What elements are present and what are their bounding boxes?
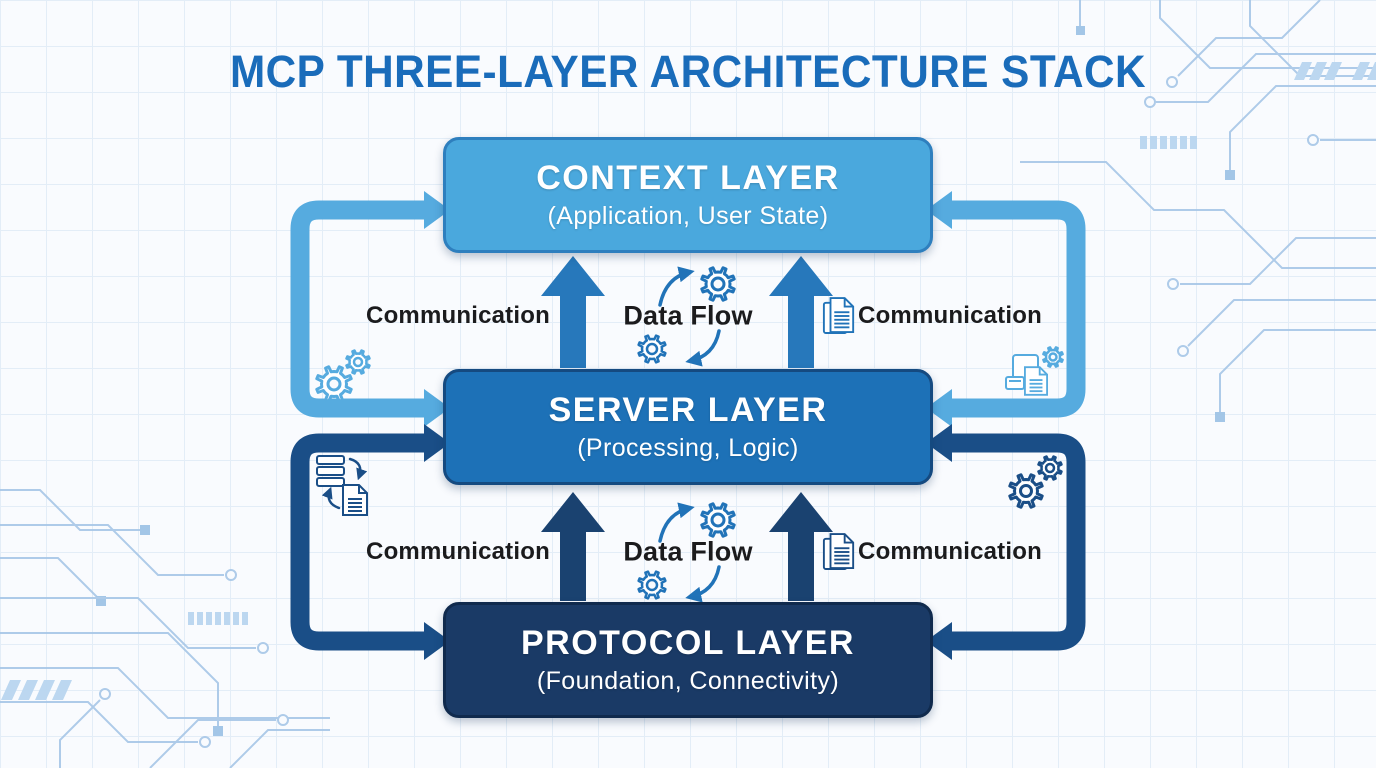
gear-icon	[637, 334, 667, 364]
arrowhead-icon	[926, 191, 952, 229]
arrowhead-icon	[926, 424, 952, 462]
communication-label-lower-right: Communication	[858, 538, 1042, 565]
layer-protocol-title: PROTOCOL LAYER	[521, 624, 855, 662]
layer-context-title: CONTEXT LAYER	[536, 159, 840, 197]
data-flow-label-lower: Data Flow	[623, 536, 753, 567]
data-flow-label-upper: Data Flow	[623, 300, 753, 331]
layer-context-subtitle: (Application, User State)	[547, 202, 829, 230]
document-stack-icon	[822, 297, 855, 334]
devices-documents-gear-icon	[1005, 346, 1064, 396]
layer-server-title: SERVER LAYER	[548, 391, 828, 429]
communication-loop-upper-right	[952, 200, 1086, 418]
communication-label-upper-left: Communication	[366, 302, 550, 329]
up-arrow-lower-right	[769, 492, 833, 601]
server-document-exchange-icon	[316, 455, 368, 516]
document-stack-icon	[822, 533, 855, 570]
arrowhead-icon	[424, 389, 450, 427]
gear-icon	[345, 349, 371, 375]
layer-context: CONTEXT LAYER (Application, User State)	[443, 137, 933, 253]
cycle-arrows-icon	[685, 329, 721, 367]
up-arrow-upper-left	[541, 256, 605, 368]
gear-icon	[1008, 473, 1044, 509]
cycle-arrows-icon	[685, 565, 721, 603]
diagram-title: MCP THREE-LAYER ARCHITECTURE STACK	[229, 46, 1147, 97]
up-arrow-lower-left	[541, 492, 605, 601]
communication-label-lower-left: Communication	[366, 538, 550, 565]
communication-loop-upper-left	[290, 200, 424, 418]
layer-protocol: PROTOCOL LAYER (Foundation, Connectivity…	[443, 602, 933, 718]
arrowhead-icon	[424, 622, 450, 660]
arrowhead-icon	[926, 622, 952, 660]
gear-icon	[700, 502, 736, 538]
up-arrow-upper-right	[769, 256, 833, 368]
cycle-arrows-icon	[658, 502, 695, 543]
gear-icon	[315, 365, 353, 403]
layer-server: SERVER LAYER (Processing, Logic)	[443, 369, 933, 485]
communication-label-upper-right: Communication	[858, 302, 1042, 329]
arrowhead-icon	[926, 389, 952, 427]
arrowhead-icon	[424, 191, 450, 229]
arrowhead-icon	[424, 424, 450, 462]
layer-server-subtitle: (Processing, Logic)	[577, 434, 799, 462]
communication-loop-lower-right	[952, 433, 1086, 651]
gear-icon	[637, 570, 667, 600]
circuit-pattern-top-right	[1020, 0, 1376, 422]
communication-loop-lower-left	[290, 433, 424, 651]
gear-icon	[700, 266, 736, 302]
circuit-pattern-bottom-left	[0, 489, 330, 768]
gear-icon	[1037, 455, 1063, 481]
cycle-arrows-icon	[658, 266, 695, 307]
layer-protocol-subtitle: (Foundation, Connectivity)	[536, 667, 840, 695]
